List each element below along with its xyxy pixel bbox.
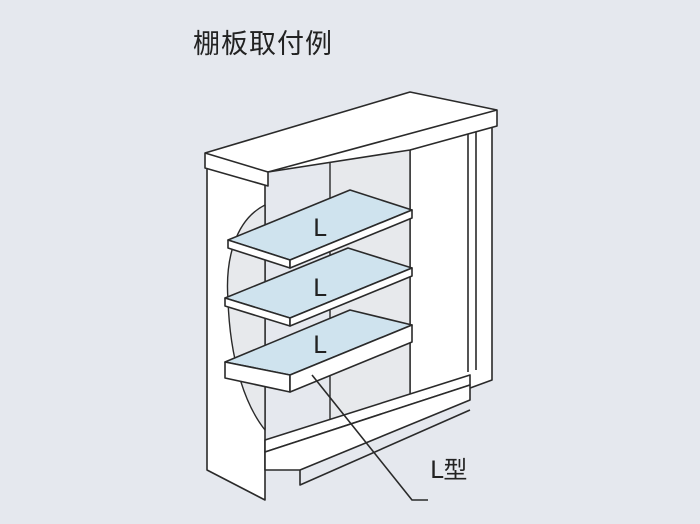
- shelf-2-label: L: [313, 274, 327, 302]
- callout-leader: [311, 374, 428, 501]
- shelf-1-side: [289, 209, 413, 269]
- top-board: [204, 91, 498, 187]
- bottom-kick-line: [299, 409, 471, 486]
- callout-label: L型: [430, 456, 467, 484]
- right-side-panel: [409, 124, 493, 411]
- shelf-1-label: L: [313, 214, 327, 242]
- shelf-3-label: L: [313, 331, 327, 359]
- bottom-kick: [264, 384, 471, 471]
- diagram-title: 棚板取付例: [193, 29, 333, 60]
- shelf-3-side: [289, 324, 413, 393]
- top-board-edge: [204, 109, 498, 173]
- shelf-2-side: [289, 267, 413, 327]
